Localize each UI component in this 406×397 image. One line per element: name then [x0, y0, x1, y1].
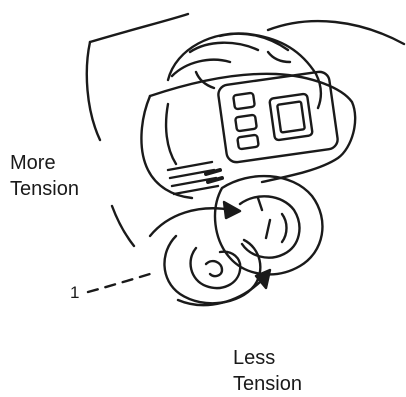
switch-toggle-1	[233, 93, 255, 110]
more-tension-label: More Tension	[10, 150, 79, 202]
switch-toggle-2	[235, 115, 257, 132]
switch-window	[269, 94, 312, 141]
finger-crease-2	[268, 52, 290, 62]
spool-swirl-core	[206, 261, 222, 276]
less-tension-label-line-2: Tension	[233, 371, 302, 397]
switch-window-inner	[277, 101, 305, 132]
less-tension-label: Less Tension	[233, 345, 302, 397]
housing-outline	[150, 74, 355, 182]
more-tension-label-line-1: More	[10, 150, 79, 176]
guide-line-left-vertical	[87, 42, 100, 140]
knob-mark-2	[266, 220, 270, 238]
finger-2	[190, 43, 258, 52]
grip-rib-4	[174, 186, 218, 194]
housing-inner-edge	[166, 104, 176, 164]
spool-swirl-inner	[191, 248, 241, 288]
callout-number: 1	[70, 283, 79, 303]
knob-mark-1	[258, 198, 262, 210]
more-tension-leader	[112, 206, 134, 246]
less-tension-label-line-1: Less	[233, 345, 302, 371]
finger-1	[172, 60, 230, 76]
knob-mark-3	[282, 214, 287, 242]
more-tension-label-line-2: Tension	[10, 176, 79, 202]
more-tension-arrow-curve	[150, 208, 232, 236]
guide-line-top-right	[268, 21, 404, 44]
tension-knob-inner	[240, 196, 299, 257]
less-tension-arrow-curve	[178, 280, 262, 305]
guide-line-left	[90, 14, 188, 42]
more-tension-arrowhead	[224, 202, 240, 218]
callout-leader	[88, 274, 150, 292]
switch-toggle-3	[237, 135, 258, 150]
